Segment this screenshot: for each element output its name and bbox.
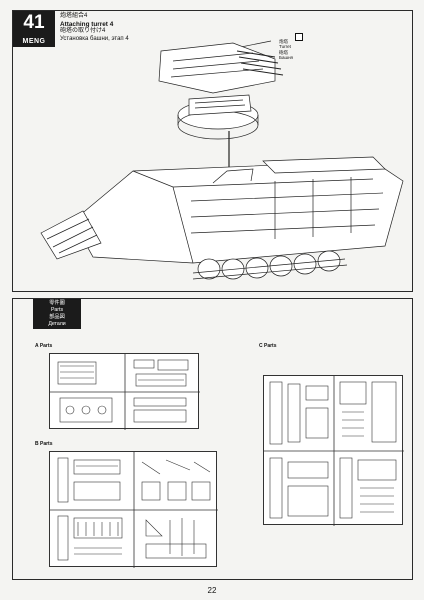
- sprue-b: [49, 451, 218, 568]
- sprue-c-label: C Parts: [259, 343, 277, 349]
- sprue-a: [49, 353, 200, 430]
- callout-line: Башня: [279, 55, 293, 61]
- parts-header-line: Parts: [50, 307, 64, 313]
- sprue-a-parts: [50, 354, 200, 430]
- step-titles: 炮塔組合4 Attaching turret 4 砲塔の取り付け4 Устано…: [60, 13, 129, 43]
- callout-line: 炮塔: [279, 39, 288, 44]
- brand-logo: MENG: [22, 38, 46, 45]
- parts-panel: 零件圖 Parts 部品図 Детали A Parts B Parts: [12, 298, 413, 580]
- sprue-b-parts: [50, 452, 218, 568]
- callout-line: Turret: [279, 44, 291, 50]
- step-title-ja: 砲塔の取り付け4: [60, 28, 106, 34]
- sprue-a-label: A Parts: [35, 343, 53, 349]
- step-title-ru: Установка башни, этап 4: [60, 35, 129, 42]
- parts-header-line: Детали: [48, 321, 66, 327]
- sprue-c-parts: [264, 376, 404, 526]
- parts-header-line: 零件圖: [49, 300, 65, 306]
- page-number: 22: [207, 586, 217, 595]
- assembly-step-panel: 41 MENG 炮塔組合4 Attaching turret 4 砲塔の取り付け…: [12, 10, 413, 292]
- sprue-b-label: B Parts: [35, 441, 53, 447]
- parts-header-line: 部品図: [49, 314, 65, 320]
- sprue-c: [263, 375, 404, 526]
- parts-header: 零件圖 Parts 部品図 Детали: [33, 299, 81, 329]
- step-title-en: Attaching turret 4: [60, 20, 114, 28]
- step-number: 41: [23, 12, 45, 33]
- step-badge: 41 MENG: [13, 11, 55, 47]
- callout-line: 砲塔: [279, 49, 288, 55]
- turret-callout: 炮塔 Turret 砲塔 Башня: [279, 39, 293, 61]
- step-title-zh: 炮塔組合4: [60, 13, 88, 19]
- turret-drawing: [40, 40, 404, 280]
- glue-icon: [295, 33, 303, 41]
